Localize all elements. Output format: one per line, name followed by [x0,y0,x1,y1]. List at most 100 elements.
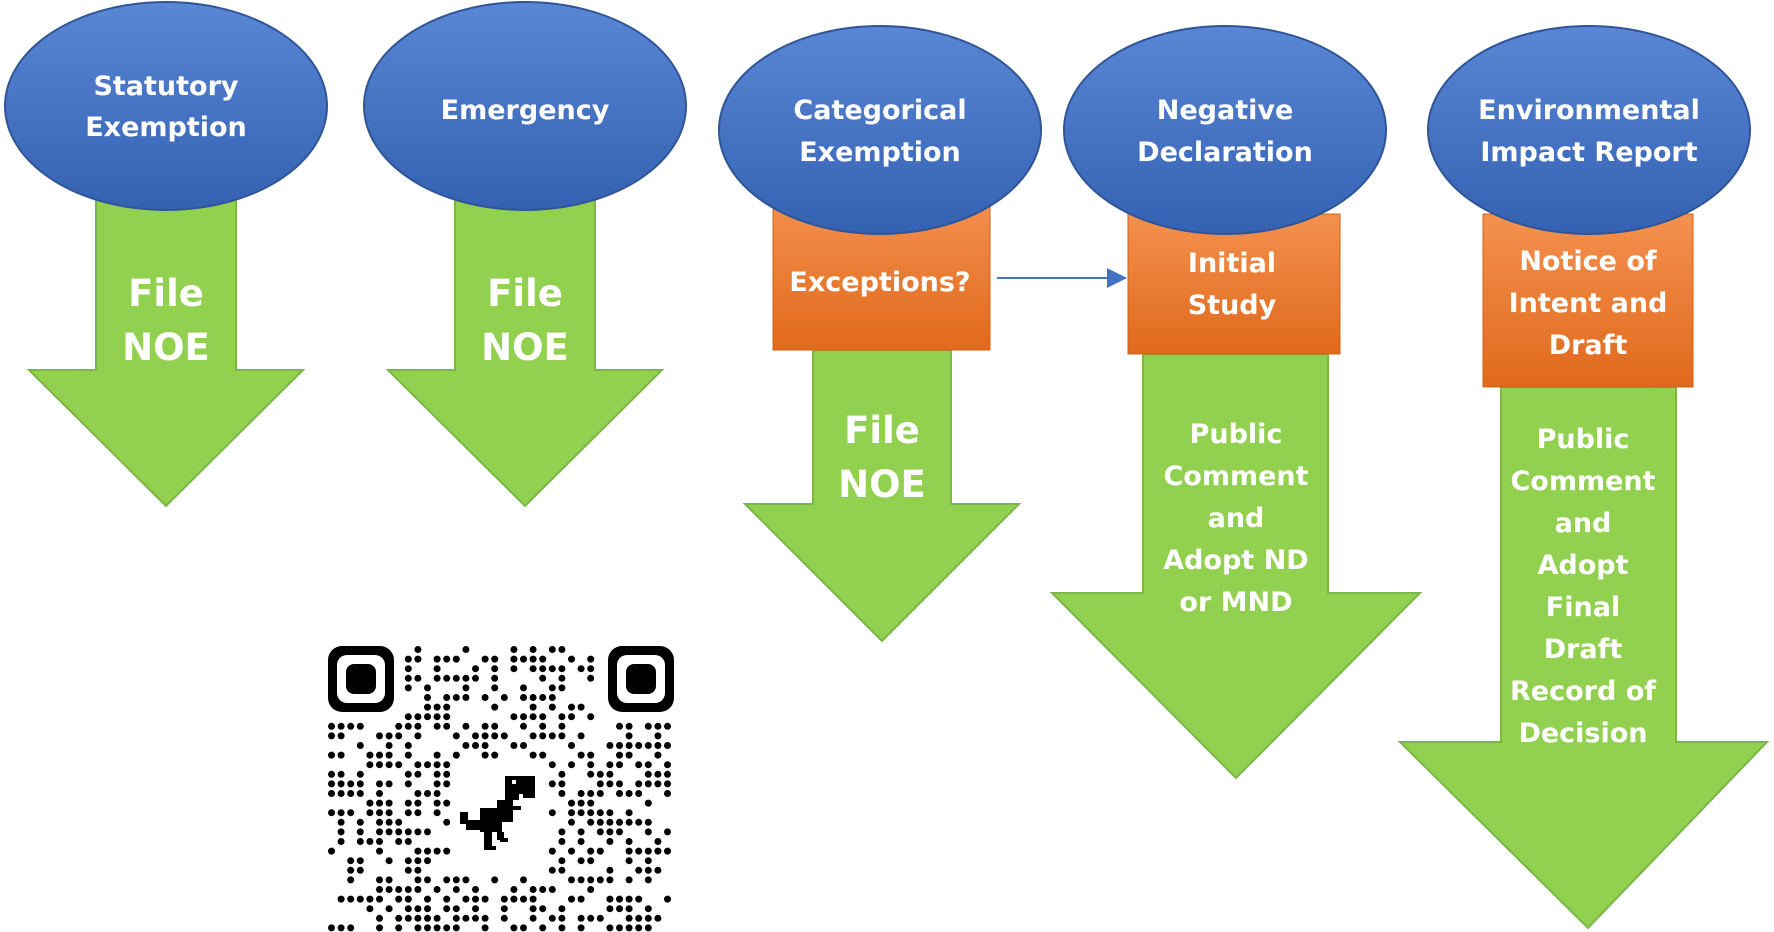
qr-module [347,866,355,874]
qr-module [587,799,595,807]
qr-module [568,799,575,807]
qr-module [443,905,451,913]
qr-module [424,924,431,932]
ellipse-label-emergency: Emergency [441,95,610,126]
qr-module [328,790,335,797]
qr-module [433,780,441,788]
column-categorical-exemption: Categorical Exemption Exceptions? File N… [718,25,1042,643]
qr-module [625,790,633,797]
qr-module [539,713,547,721]
qr-module [395,761,403,769]
qr-module [568,703,575,711]
qr-module [376,761,383,769]
qr-module [443,770,451,778]
qr-module [616,790,623,797]
qr-module [654,732,662,740]
qr-module [664,780,671,788]
qr-module [577,876,585,884]
qr-module [577,895,585,903]
qr-module [606,761,614,769]
qr-module [529,905,537,913]
qr-module [356,895,364,903]
qr-module [548,914,556,922]
qr-module [472,914,479,922]
qr-module [529,694,537,701]
qr-module [347,876,355,884]
arrow-label-negative-line-1: Public [1190,419,1283,450]
qr-module [452,732,460,740]
qr-module [644,847,652,855]
qr-module [376,895,383,903]
qr-module [404,713,412,721]
qr-module [356,742,364,749]
qr-module [443,722,451,730]
qr-module [452,876,460,884]
qr-module [635,914,643,922]
qr-module [414,713,422,721]
qr-module [385,742,393,749]
qr-module [587,770,595,778]
qr-finder-top-right [608,646,674,712]
qr-module [433,674,441,682]
qr-module [385,857,393,865]
qr-module [414,722,422,730]
qr-module [558,924,566,932]
qr-module [606,780,614,788]
qr-module [337,780,345,788]
qr-module [568,876,575,884]
qr-module [376,924,383,932]
qr-module [606,828,614,836]
qr-module [664,722,671,730]
qr-module [424,847,431,855]
qr-module [596,790,604,797]
qr-module [606,818,614,826]
qr-module [568,847,575,855]
qr-module [404,828,412,836]
qr-module [424,694,431,701]
qr-module [414,655,422,663]
qr-module [462,914,470,922]
qr-module [654,742,662,749]
qr-module [337,828,345,836]
qr-module [644,761,652,769]
qr-module [472,905,479,913]
qr-module [558,780,566,788]
ellipse-environmental-impact-report [1427,25,1751,235]
qr-module [568,818,575,826]
box-initial-study [1127,213,1341,355]
qr-module [558,857,566,865]
down-arrow-statutory [26,174,306,508]
qr-module [635,761,643,769]
qr-module [404,866,412,874]
column-statutory-exemption: Statutory Exemption File NOE [4,1,328,508]
qr-module [414,924,422,932]
qr-module [491,674,499,682]
qr-module [529,732,537,740]
down-arrow-categorical [742,349,1022,643]
qr-module [491,655,499,663]
box-label-notice-line-2: Intent and [1509,288,1668,319]
qr-module [328,924,335,932]
qr-module [452,674,460,682]
qr-module [404,838,412,845]
qr-module [366,838,374,845]
ellipse-label-categorical-line-1: Categorical [793,95,966,126]
qr-module [404,770,412,778]
qr-module [424,895,431,903]
qr-module [625,857,633,865]
column-negative-declaration: Negative Declaration Initial Study Publi… [1049,25,1423,780]
qr-module [558,828,566,836]
qr-module [577,838,585,845]
qr-module [433,713,441,721]
qr-module [606,838,614,845]
qr-module [337,722,345,730]
qr-module [385,799,393,807]
qr-module [664,770,671,778]
ellipse-label-eir-line-1: Environmental [1478,95,1700,126]
qr-module [644,914,652,922]
qr-module [491,703,499,711]
qr-code[interactable] [326,644,676,932]
qr-module [606,895,614,903]
qr-module [328,722,335,730]
qr-module [404,674,412,682]
